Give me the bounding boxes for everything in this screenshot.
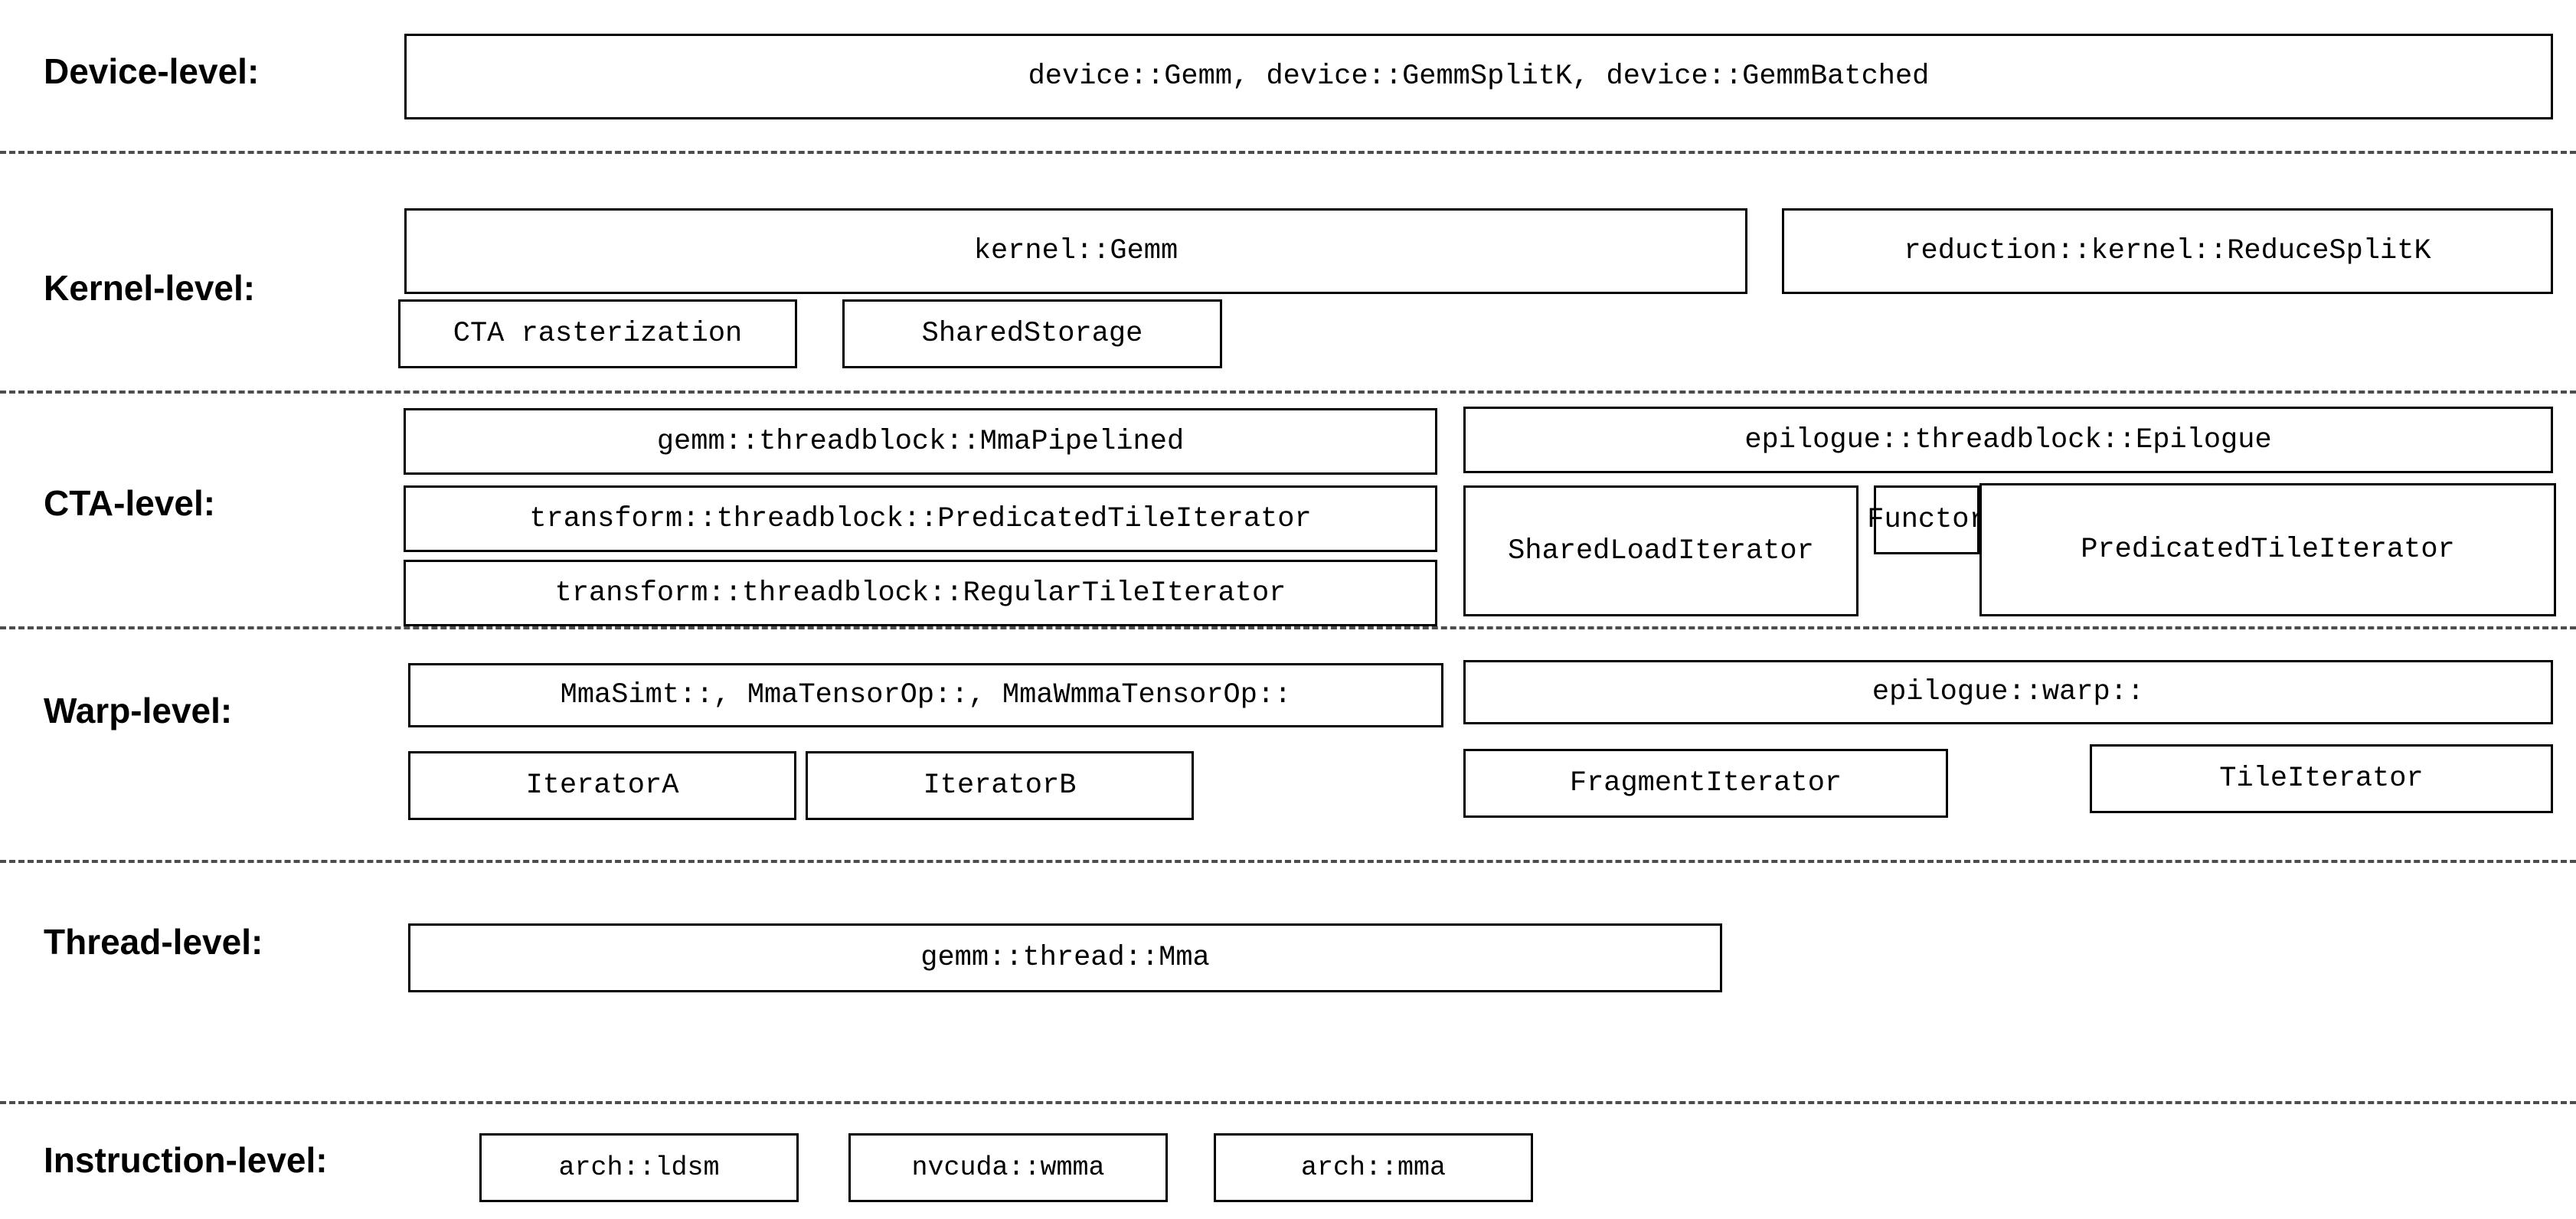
box-shared-storage[interactable]: SharedStorage [842, 299, 1222, 368]
box-epilogue-predicatedtileiterator[interactable]: PredicatedTileIterator [1979, 483, 2556, 616]
separator-thread-instruction [0, 1101, 2576, 1104]
level-label-thread: Thread-level: [44, 922, 263, 962]
box-epilogue-warp[interactable]: epilogue::warp:: [1463, 660, 2553, 724]
level-label-device: Device-level: [44, 51, 260, 91]
box-kernel-gemm[interactable]: kernel::Gemm [404, 208, 1747, 294]
box-warp-iterator-b[interactable]: IteratorB [806, 751, 1194, 820]
box-nvcuda-wmma[interactable]: nvcuda::wmma [848, 1133, 1168, 1202]
level-label-warp: Warp-level: [44, 691, 233, 730]
level-label-kernel: Kernel-level: [44, 268, 256, 308]
box-gemm-threadblock-mmapipelined[interactable]: gemm::threadblock::MmaPipelined [404, 408, 1437, 475]
box-device-gemm[interactable]: device::Gemm, device::GemmSplitK, device… [404, 34, 2553, 119]
separator-device-kernel [0, 151, 2576, 154]
box-arch-mma[interactable]: arch::mma [1214, 1133, 1533, 1202]
box-arch-ldsm[interactable]: arch::ldsm [479, 1133, 799, 1202]
box-cta-rasterization[interactable]: CTA rasterization [398, 299, 797, 368]
box-functor[interactable]: Functor [1867, 485, 1986, 554]
box-transform-threadblock-regulartileiterator[interactable]: transform::threadblock::RegularTileItera… [404, 560, 1437, 626]
separator-warp-thread [0, 860, 2576, 863]
box-warp-iterator-a[interactable]: IteratorA [408, 751, 796, 820]
level-label-instruction: Instruction-level: [44, 1140, 328, 1180]
box-warp-mma-ops[interactable]: MmaSimt::, MmaTensorOp::, MmaWmmaTensorO… [408, 663, 1443, 727]
level-label-cta: CTA-level: [44, 483, 216, 523]
box-gemm-thread-mma[interactable]: gemm::thread::Mma [408, 923, 1722, 992]
box-shared-load-iterator[interactable]: SharedLoadIterator [1463, 485, 1858, 616]
box-epilogue-threadblock-epilogue[interactable]: epilogue::threadblock::Epilogue [1463, 407, 2553, 473]
separator-kernel-cta [0, 391, 2576, 394]
box-warp-fragment-iterator[interactable]: FragmentIterator [1463, 749, 1948, 818]
separator-cta-warp [0, 626, 2576, 629]
box-transform-threadblock-predicatedtileiterator[interactable]: transform::threadblock::PredicatedTileIt… [404, 485, 1437, 552]
box-reduction-kernel-reducesplitk[interactable]: reduction::kernel::ReduceSplitK [1782, 208, 2553, 294]
box-warp-tile-iterator[interactable]: TileIterator [2090, 744, 2553, 813]
